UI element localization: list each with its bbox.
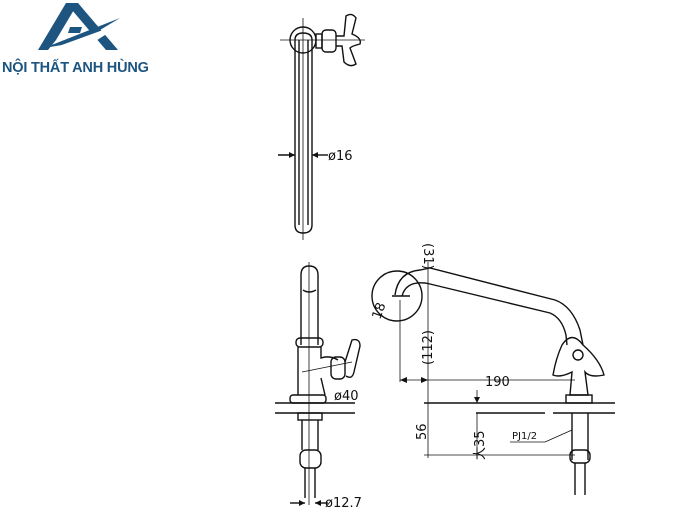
spout-radius-label: 18 (370, 301, 390, 322)
max-thickness-label: 大35 (473, 430, 488, 460)
brand-logo (38, 3, 125, 50)
stem-diameter-label: ø12.7 (325, 496, 362, 511)
spout-reach-label: 190 (485, 375, 510, 390)
side-view: ø40 ø12.7 (275, 262, 362, 511)
spout-height-label: (112) (421, 330, 436, 365)
front-view: (31) 18 (112) 190 56 大35 PJ1/2 (370, 243, 615, 495)
top-view: ø16 (278, 13, 365, 240)
spout-top-height-label: (31) (420, 243, 435, 270)
thread-label: PJ1/2 (512, 431, 537, 442)
base-diameter-label: ø40 (334, 389, 359, 404)
mount-height-label: 56 (415, 423, 430, 440)
pipe-diameter-label: ø16 (328, 149, 353, 164)
brand-name: NỘI THẤT ANH HÙNG (2, 60, 149, 76)
